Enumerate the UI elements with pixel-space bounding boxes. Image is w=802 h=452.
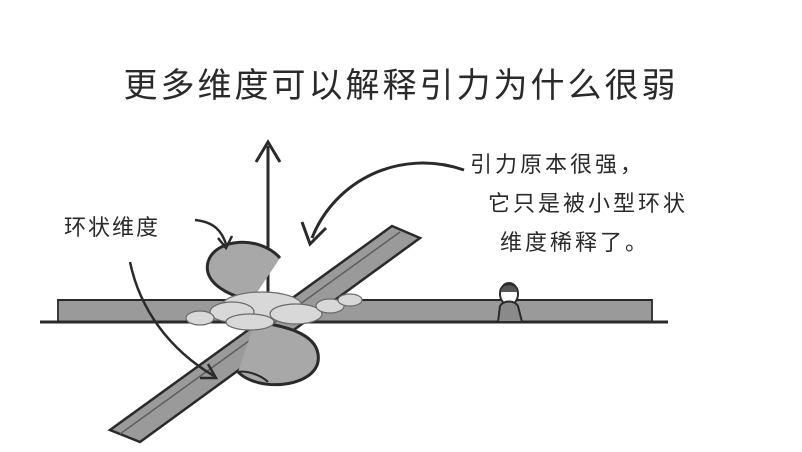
gravity-explanation-label: 引力原本很强， 它只是被小型环状 维度稀释了。 — [470, 146, 730, 263]
ring-pointer-arrow — [128, 261, 219, 380]
left-label-arrow — [194, 218, 234, 251]
ring-dimension-label: 环状维度 — [64, 216, 161, 241]
panel-title: 更多维度可以解释引力为什么很弱 — [123, 66, 679, 106]
person-figure — [496, 282, 524, 323]
explanation-line-1: 引力原本很强， — [470, 153, 646, 178]
explanation-line-3: 维度稀释了。 — [500, 231, 651, 256]
gravity-cloud — [185, 291, 363, 331]
explanation-line-2: 它只是被小型环状 — [488, 192, 689, 217]
ring-dimension-loop — [205, 240, 320, 387]
right-label-arrow — [300, 161, 465, 247]
